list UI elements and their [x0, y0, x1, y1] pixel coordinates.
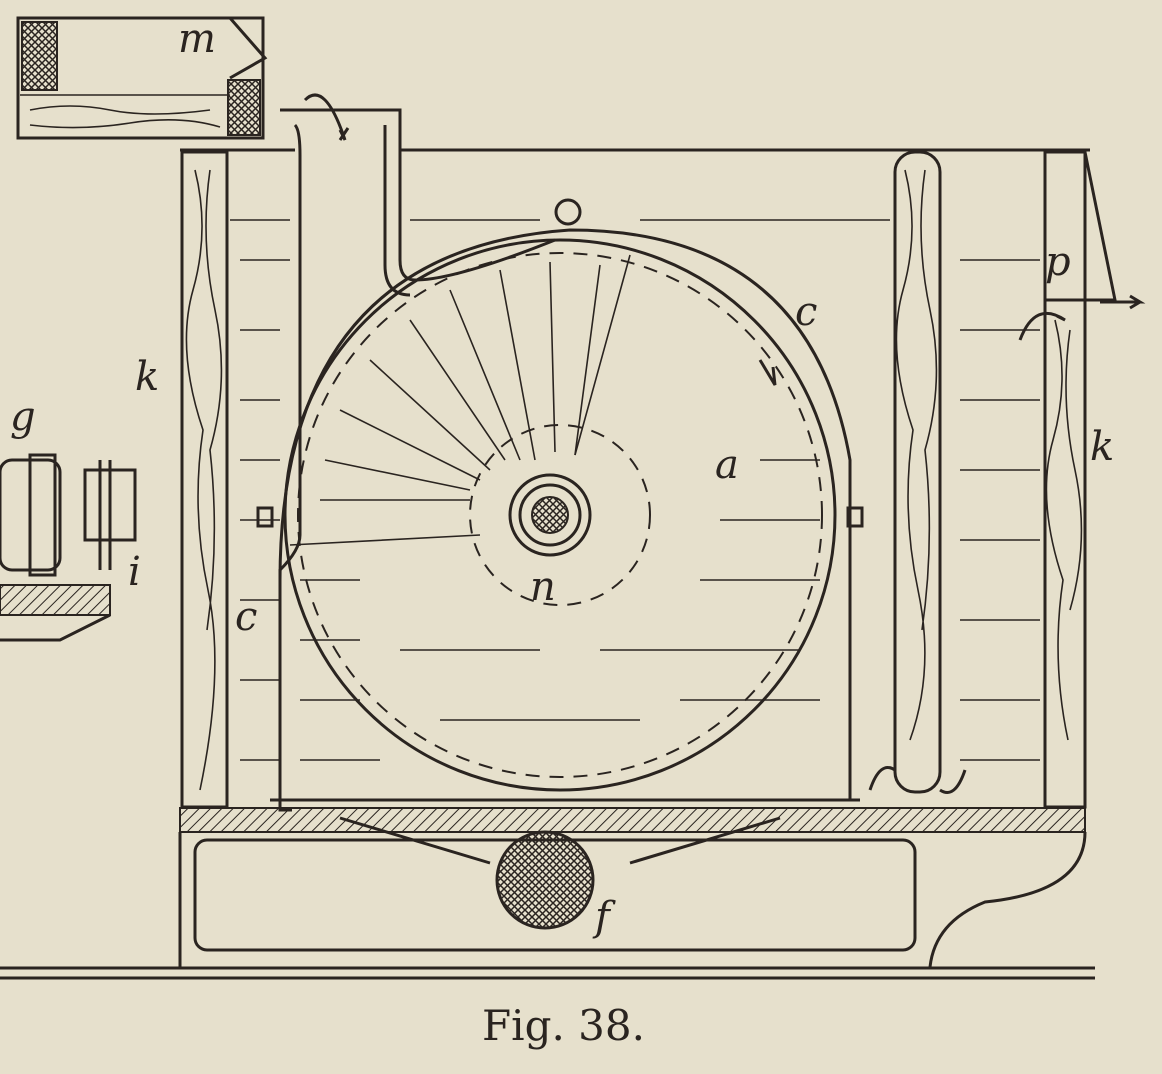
water-lines: [230, 219, 1040, 761]
label-m: m: [178, 16, 216, 62]
label-k-left: k: [135, 354, 159, 400]
flow-arrow-inlet: [303, 93, 350, 141]
rotor-blades: [320, 261, 601, 501]
flow-arrow-outlet: [1018, 311, 1066, 341]
hopper: [339, 816, 781, 865]
feed-trough-m: [16, 16, 268, 140]
label-k-right: k: [1090, 424, 1114, 470]
label-p: p: [1045, 239, 1071, 285]
label-i: i: [128, 549, 141, 595]
label-f: f: [592, 894, 616, 940]
tank: [0, 148, 1146, 980]
figure-caption: Fig. 38.: [482, 1001, 645, 1050]
label-g: g: [10, 394, 36, 440]
drive-gear-g: [0, 453, 137, 642]
rotor-a: [283, 238, 837, 792]
label-a: a: [715, 442, 739, 488]
label-c-left: c: [235, 594, 257, 640]
label-c-top: c: [795, 289, 817, 335]
label-n: n: [530, 564, 556, 610]
filter-f: [495, 830, 595, 930]
inlet-pipe: [278, 108, 556, 812]
